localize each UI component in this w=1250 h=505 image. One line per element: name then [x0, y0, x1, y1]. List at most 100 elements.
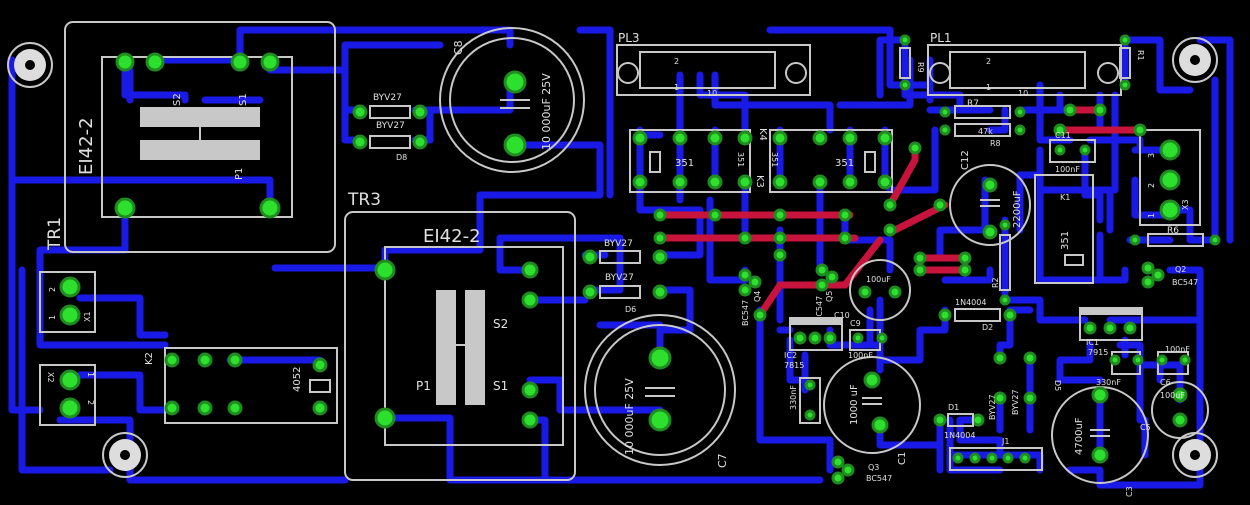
c10-value: 100uF — [866, 275, 891, 284]
pl1-pin-1: 1 — [986, 83, 991, 92]
tr1-pin-p1: P1 — [234, 168, 245, 180]
pl3-pin-10: 10 — [707, 89, 717, 98]
byv27-label-d6b: BYV27 — [605, 273, 634, 283]
c11-label: C11 — [1055, 131, 1071, 140]
c1-label: C1 — [897, 452, 908, 465]
component-bodies — [309, 47, 1204, 437]
x3-pin-3: 3 — [1147, 153, 1156, 158]
c9-label: C9 — [850, 319, 861, 328]
pl3-outline — [616, 44, 811, 96]
d6-label: D6 — [625, 305, 636, 314]
x2-label: X2 — [46, 372, 55, 383]
x1-pin-1: 1 — [48, 315, 57, 320]
d8-label: D8 — [396, 153, 407, 162]
byv27-label-d5: BYV27 — [1011, 389, 1020, 415]
tr1-core-label: EI42-2 — [76, 117, 97, 175]
ic1-label: IC1 — [1086, 338, 1099, 347]
tr3-pin-s1: S1 — [493, 379, 508, 393]
j1-label: J1 — [1001, 437, 1009, 446]
q5-label: Q5 — [825, 291, 834, 302]
r1-label: R1 — [1136, 50, 1145, 61]
ic1-type: 7915 — [1088, 348, 1108, 357]
c12-value: 2200uF — [1012, 190, 1023, 228]
c2-value: 330nF — [789, 385, 798, 410]
c1-value: 1000 uF — [849, 384, 860, 425]
c11-value: 100nF — [1055, 165, 1080, 174]
q3-label: Q3 — [868, 463, 879, 472]
byv27-label-d6a: BYV27 — [604, 239, 633, 249]
c12-label: C12 — [960, 150, 971, 170]
byv27-label-d4: BYV27 — [988, 394, 997, 420]
tr1-pin-s1: S1 — [238, 93, 249, 106]
c7-value: 10 000uF 25V — [623, 378, 636, 455]
c5-label: C5 — [1140, 423, 1151, 432]
pl1-pin-10: 10 — [1018, 89, 1028, 98]
x1-label: X1 — [83, 311, 92, 322]
c6-label: C6 — [1160, 378, 1171, 387]
c10-label: C10 — [834, 311, 850, 320]
byv27-label-d7: BYV27 — [373, 93, 402, 103]
c9-value: 100nF — [848, 351, 873, 360]
relay-351-k4: 351 — [835, 158, 854, 169]
d1-value: 1N4004 — [944, 431, 975, 440]
k3-label: K3 — [754, 175, 765, 188]
x1-pin-2: 2 — [48, 287, 57, 292]
x2-pin-2: 2 — [86, 400, 95, 405]
ic2-label: IC2 — [784, 351, 797, 360]
relay-4052: 4052 — [292, 367, 303, 392]
r6-label: R6 — [1167, 226, 1179, 236]
component-pads — [59, 34, 1221, 485]
d5-label: D5 — [1053, 380, 1062, 391]
c6-value: 100nF — [1165, 345, 1190, 354]
r8-label: R8 — [990, 139, 1001, 148]
x3-label: X3 — [1181, 199, 1190, 210]
r9-label: R9 — [916, 62, 925, 73]
ic2-type: 7815 — [784, 361, 804, 370]
tr1-label: TR1 — [45, 217, 65, 251]
c3-value: 4700uF — [1074, 417, 1085, 455]
r8-value: 47k — [978, 127, 993, 136]
relay-351-k3b: 351 — [736, 152, 745, 167]
relay-351-k4b: 351 — [770, 152, 779, 167]
pl3-label: PL3 — [618, 31, 640, 45]
tr3-outline — [344, 211, 576, 481]
q5-bc547: BC547 — [815, 296, 824, 322]
pl1-pin-2: 2 — [986, 57, 991, 66]
d2-label: D2 — [982, 323, 993, 332]
c4-value: 330nF — [1096, 378, 1121, 387]
q4-bc547: BC547 — [741, 300, 750, 326]
q2-label: Q2 — [1175, 265, 1186, 274]
pl3-pin-2: 2 — [674, 57, 679, 66]
mounting-holes — [14, 44, 1211, 471]
x3-pin-1: 1 — [1147, 213, 1156, 218]
relay-351-k1: 351 — [1060, 231, 1071, 250]
pl1-label: PL1 — [930, 31, 952, 45]
q3-bc547: BC547 — [866, 474, 892, 483]
c8-label: C8 — [452, 40, 465, 55]
relay-351-k3: 351 — [675, 158, 694, 169]
d2-value: 1N4004 — [955, 298, 986, 307]
tr1-pin-s2: S2 — [172, 93, 183, 106]
tr3-pin-s2: S2 — [493, 317, 508, 331]
tr3-core-label: EI42-2 — [423, 226, 481, 247]
tr3-pin-p1: P1 — [416, 379, 431, 393]
x3-pin-2: 2 — [1147, 183, 1156, 188]
c8-value: 10 000uF 25V — [540, 73, 553, 150]
k1-label: K1 — [1060, 193, 1070, 202]
r7-label: R7 — [967, 99, 979, 109]
q4-label: Q4 — [753, 291, 762, 302]
q2-bc547: BC547 — [1172, 278, 1198, 287]
top-layer-traces — [656, 106, 1144, 319]
k4-label: K4 — [757, 128, 768, 141]
byv27-label-d8: BYV27 — [376, 121, 405, 131]
c7-label: C7 — [716, 453, 729, 468]
k2-label: K2 — [144, 352, 155, 365]
c5-value: 100uF — [1160, 391, 1185, 400]
x2-pin-1: 1 — [86, 372, 95, 377]
pl3-pin-1: 1 — [674, 83, 679, 92]
tr1-outline — [64, 21, 336, 253]
c3-label: C3 — [1125, 486, 1134, 497]
tr3-label: TR3 — [347, 190, 381, 210]
r2-label: R2 — [991, 277, 1000, 288]
